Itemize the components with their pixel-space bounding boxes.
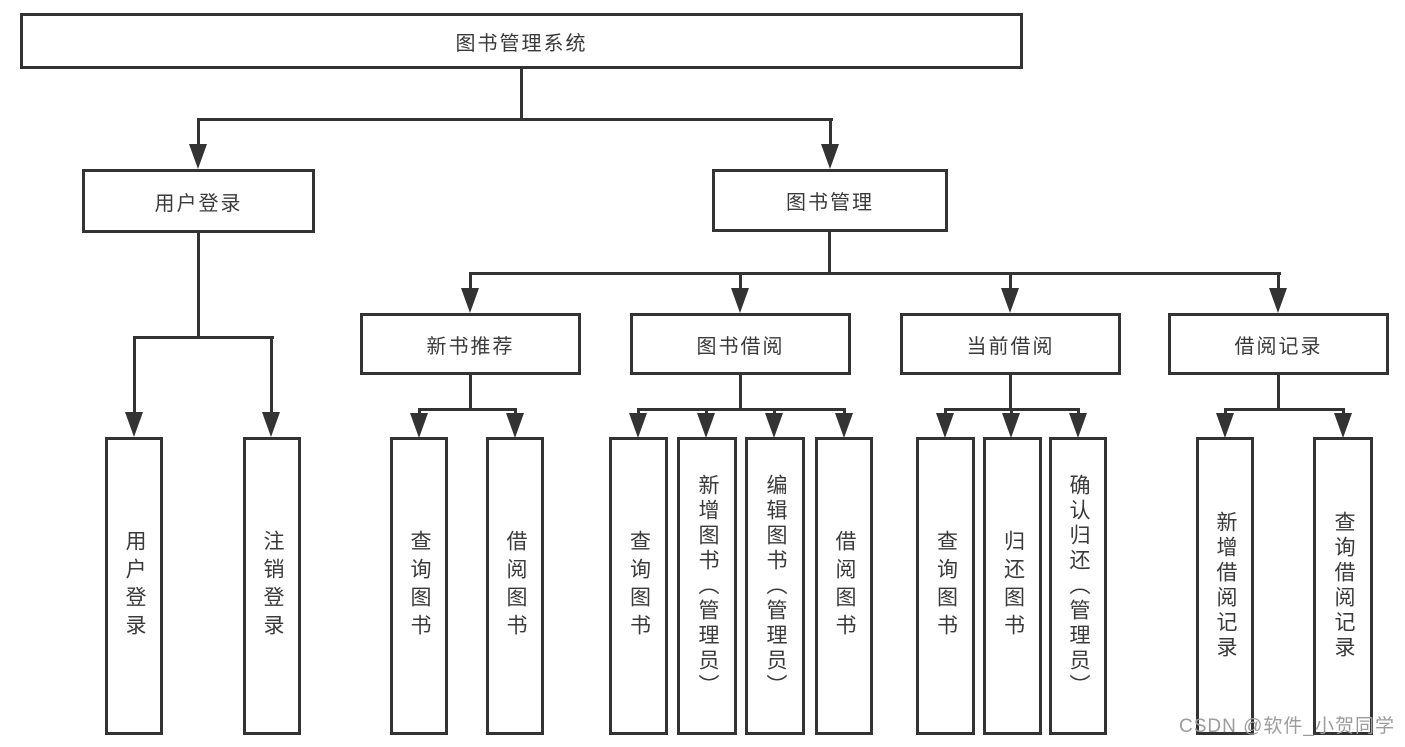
node-user-login-action: 用户登录 xyxy=(105,437,163,735)
arrowhead-down xyxy=(506,413,524,438)
node-edit-book-admin: 编辑图书（管理员） xyxy=(745,437,805,735)
arrowhead-down xyxy=(629,413,647,438)
node-label: 新增借阅记录 xyxy=(1214,511,1237,661)
node-borrow-books-2: 借阅图书 xyxy=(815,437,873,735)
node-new-book-recommendation: 新书推荐 xyxy=(360,313,581,375)
connector-line xyxy=(133,339,136,413)
node-add-borrow-record: 新增借阅记录 xyxy=(1196,437,1254,735)
node-label: 图书管理 xyxy=(786,192,874,214)
connector-line xyxy=(1009,375,1012,408)
connector-line xyxy=(1277,275,1280,289)
arrowhead-down xyxy=(821,144,839,169)
node-label: 借阅图书 xyxy=(833,530,856,642)
connector-line xyxy=(1277,375,1280,408)
node-current-borrowing: 当前借阅 xyxy=(900,313,1121,375)
node-label: 图书管理系统 xyxy=(455,32,588,55)
node-label: 归还图书 xyxy=(1001,530,1025,642)
connector-line xyxy=(739,275,742,289)
connector-line xyxy=(829,121,832,145)
connector-line xyxy=(133,336,274,339)
node-query-borrow-record: 查询借阅记录 xyxy=(1313,437,1373,735)
node-label: 用户登录 xyxy=(154,192,243,215)
arrowhead-down xyxy=(1002,413,1020,438)
connector-line xyxy=(469,275,472,289)
node-library-management-system: 图书管理系统 xyxy=(20,13,1023,69)
connector-line xyxy=(469,375,472,408)
node-label: 查询图书 xyxy=(627,530,651,642)
node-label: 用户登录 xyxy=(123,530,146,642)
arrowhead-down xyxy=(1269,288,1287,313)
node-return-book: 归还图书 xyxy=(983,437,1042,735)
connector-line xyxy=(637,408,846,411)
node-query-books-1: 查询图书 xyxy=(390,437,448,735)
arrowhead-down xyxy=(410,413,428,438)
arrowhead-down xyxy=(125,412,143,437)
arrowhead-down xyxy=(765,413,783,438)
node-label: 当前借阅 xyxy=(966,335,1055,358)
node-logout: 注销登录 xyxy=(243,437,301,735)
node-query-books-2: 查询图书 xyxy=(609,437,668,735)
csdn-watermark: CSDN @软件_小贺同学 xyxy=(1179,716,1395,737)
arrowhead-down xyxy=(262,412,280,437)
node-book-management: 图书管理 xyxy=(712,169,948,232)
node-label: 查询图书 xyxy=(934,530,958,642)
arrowhead-down xyxy=(1069,413,1087,438)
connector-line xyxy=(520,69,523,118)
connector-line xyxy=(270,339,273,413)
node-borrowing-records: 借阅记录 xyxy=(1168,313,1389,375)
connector-line xyxy=(197,118,833,121)
connector-line xyxy=(197,121,200,145)
arrowhead-down xyxy=(189,144,207,169)
arrowhead-down xyxy=(1216,413,1234,438)
node-label: 查询图书 xyxy=(408,530,431,642)
arrowhead-down xyxy=(936,413,954,438)
node-label: 图书借阅 xyxy=(696,335,785,358)
node-label: 新增图书（管理员） xyxy=(696,473,719,699)
arrowhead-down xyxy=(1334,413,1352,438)
connector-line xyxy=(944,408,1080,411)
node-label: 新书推荐 xyxy=(426,335,515,358)
connector-line xyxy=(469,272,1281,275)
node-user-login: 用户登录 xyxy=(82,169,315,233)
arrowhead-down xyxy=(835,413,853,438)
node-label: 查询借阅记录 xyxy=(1332,511,1355,661)
node-label: 注销登录 xyxy=(261,530,284,642)
arrowhead-down xyxy=(697,413,715,438)
connector-line xyxy=(197,233,200,336)
arrowhead-down xyxy=(1001,288,1019,313)
connector-line xyxy=(418,408,517,411)
arrowhead-down xyxy=(731,288,749,313)
node-label: 借阅图书 xyxy=(504,530,527,642)
node-add-book-admin: 新增图书（管理员） xyxy=(677,437,737,735)
node-book-borrowing: 图书借阅 xyxy=(630,313,851,375)
connector-line xyxy=(1009,275,1012,289)
arrowhead-down xyxy=(461,288,479,313)
connector-line xyxy=(828,232,831,272)
node-confirm-return-admin: 确认归还（管理员） xyxy=(1049,437,1107,735)
node-borrow-books-1: 借阅图书 xyxy=(486,437,544,735)
node-label: 编辑图书（管理员） xyxy=(764,473,787,699)
connector-line xyxy=(1224,408,1345,411)
node-label: 借阅记录 xyxy=(1234,335,1323,358)
node-label: 确认归还（管理员） xyxy=(1067,473,1090,699)
node-query-books-3: 查询图书 xyxy=(916,437,975,735)
connector-line xyxy=(739,375,742,408)
